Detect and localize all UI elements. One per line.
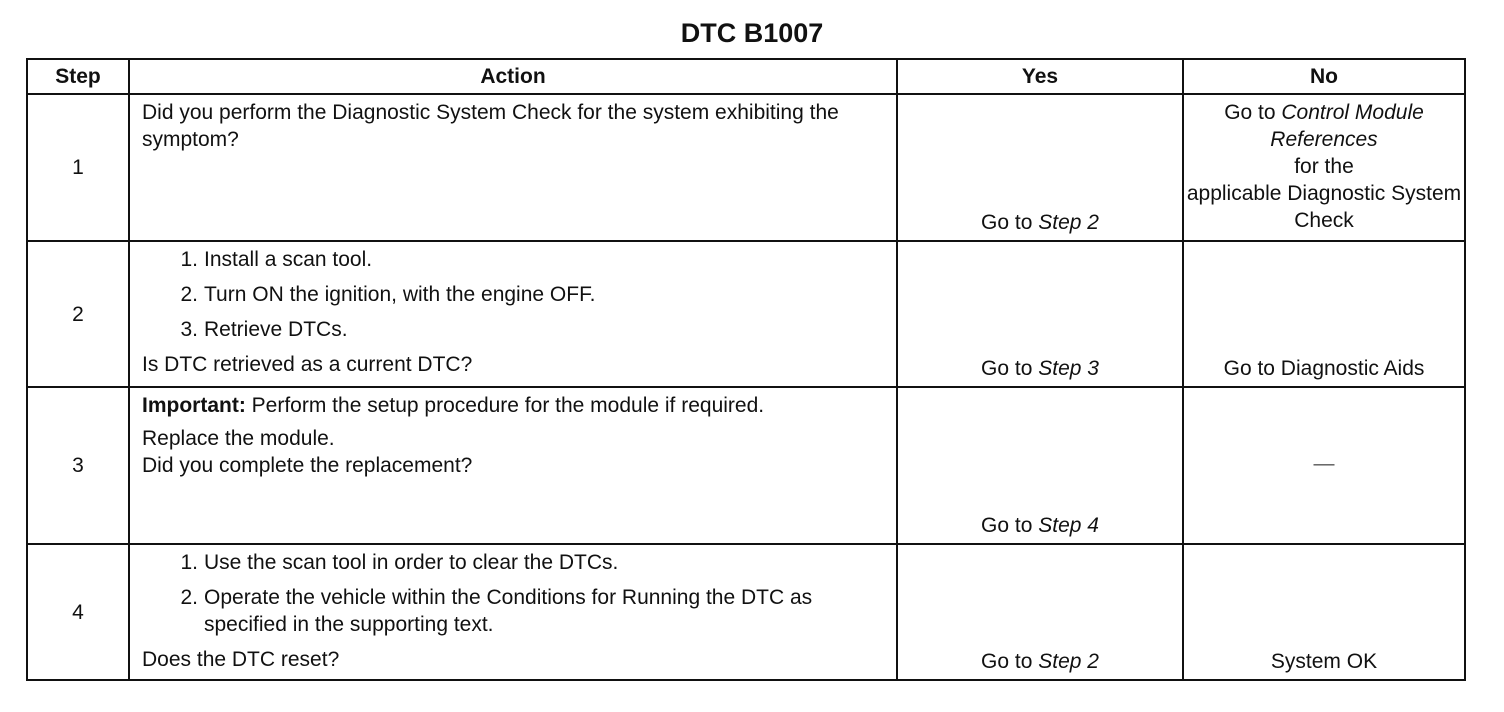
action-question: Did you perform the Diagnostic System Ch… [142,101,839,151]
diagnostic-table: Step Action Yes No 1 Did you perform the… [26,58,1466,681]
list-item: 2.Turn ON the ignition, with the engine … [180,283,596,306]
step-number: 1 [26,93,130,242]
table-row: 2 1.Install a scan tool. 2.Turn ON the i… [26,240,1466,388]
header-step: Step [26,58,130,95]
no-cell: Go to Diagnostic Aids [1182,240,1466,388]
no-suffix: for the [1294,155,1354,178]
control-module-references-link[interactable]: Control Module References [1270,101,1424,151]
yes-prefix: Go to [981,211,1039,234]
important-label: Important: [142,394,246,417]
important-text: Perform the setup procedure for the modu… [245,394,765,417]
step-number: 3 [26,386,130,545]
header-yes: Yes [896,58,1184,95]
table-header-row: Step Action Yes No [26,58,1466,95]
no-suffix-detail: applicable Diagnostic System Check [1186,182,1462,232]
action-question: Does the DTC reset? [142,648,340,671]
yes-prefix: Go to [981,357,1039,380]
yes-cell: Go to Step 4 [896,386,1184,545]
important-note: Important: Perform the setup procedure f… [142,392,886,419]
no-cell: System OK [1182,543,1466,681]
yes-prefix: Go to [981,514,1039,537]
yes-step-link[interactable]: Step 2 [1038,211,1099,234]
list-item: 3.Retrieve DTCs. [180,318,348,341]
action-cell: 1.Install a scan tool. 2.Turn ON the ign… [128,240,898,388]
yes-step-link[interactable]: Step 2 [1038,650,1099,673]
page-title: DTC B1007 [680,18,824,48]
yes-cell: Go to Step 2 [896,93,1184,242]
yes-step-link[interactable]: Step 3 [1038,357,1099,380]
step-number: 2 [26,240,130,388]
system-ok-text: System OK [1270,650,1378,673]
action-cell: 1.Use the scan tool in order to clear th… [128,543,898,681]
diagnostic-aids-link[interactable]: Go to Diagnostic Aids [1223,357,1425,380]
action-cell: Important: Perform the setup procedure f… [128,386,898,545]
action-steps-list: 1.Install a scan tool. 2.Turn ON the ign… [142,246,886,351]
yes-step-link[interactable]: Step 4 [1038,514,1099,537]
list-item: 2.Operate the vehicle within the Conditi… [180,586,813,636]
no-cell: Go to Control Module References for the … [1182,93,1466,242]
action-cell: Did you perform the Diagnostic System Ch… [128,93,898,242]
yes-cell: Go to Step 3 [896,240,1184,388]
list-item: 1.Use the scan tool in order to clear th… [180,551,619,574]
table-row: 3 Important: Perform the setup procedure… [26,386,1466,545]
step-number: 4 [26,543,130,681]
table-row: 1 Did you perform the Diagnostic System … [26,93,1466,242]
action-instruction: Replace the module. [142,427,335,450]
action-steps-list: 1.Use the scan tool in order to clear th… [142,549,886,646]
no-dash: — [1313,452,1335,475]
list-item: 1.Install a scan tool. [180,248,373,271]
yes-cell: Go to Step 2 [896,543,1184,681]
action-question: Is DTC retrieved as a current DTC? [142,353,473,376]
no-prefix: Go to [1224,101,1282,124]
no-cell: — [1182,386,1466,545]
table-row: 4 1.Use the scan tool in order to clear … [26,543,1466,681]
yes-prefix: Go to [981,650,1039,673]
header-no: No [1182,58,1466,95]
header-action: Action [128,58,898,95]
action-question: Did you complete the replacement? [142,454,473,477]
